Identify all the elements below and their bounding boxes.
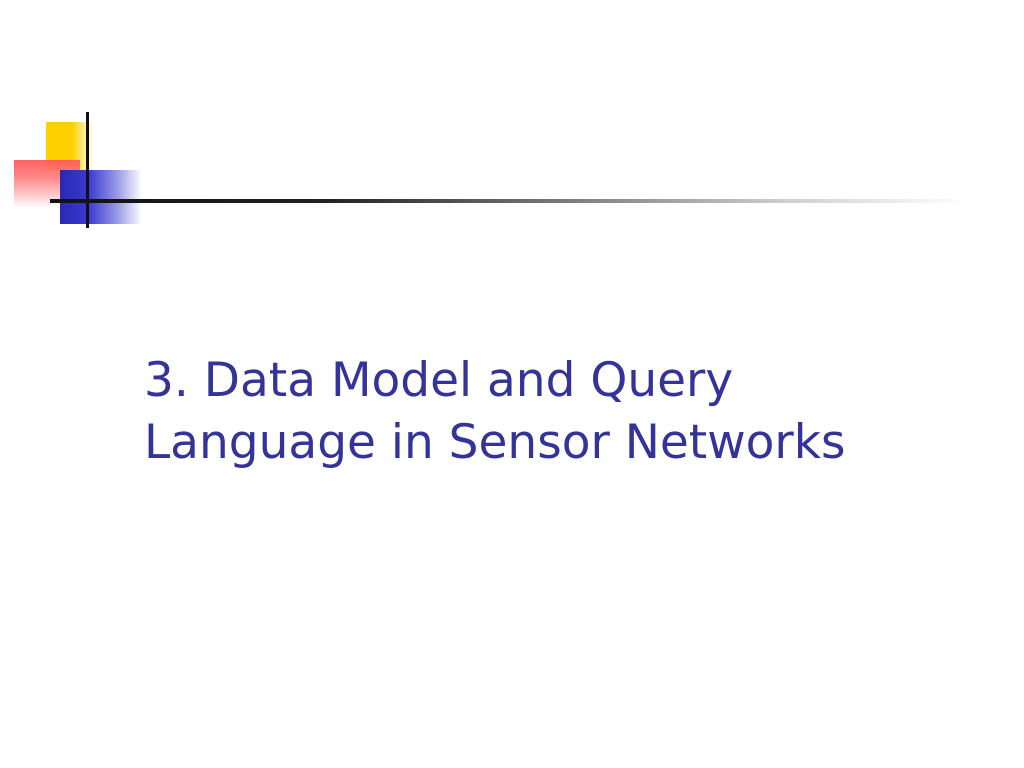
horizontal-rule bbox=[50, 199, 970, 203]
vertical-line-decoration bbox=[86, 112, 89, 228]
slide-title: 3. Data Model and Query Language in Sens… bbox=[144, 350, 964, 474]
slide-title-line-1: 3. Data Model and Query bbox=[144, 353, 734, 408]
blue-square-decoration bbox=[60, 170, 142, 224]
slide-title-line-2: Language in Sensor Networks bbox=[144, 415, 846, 470]
